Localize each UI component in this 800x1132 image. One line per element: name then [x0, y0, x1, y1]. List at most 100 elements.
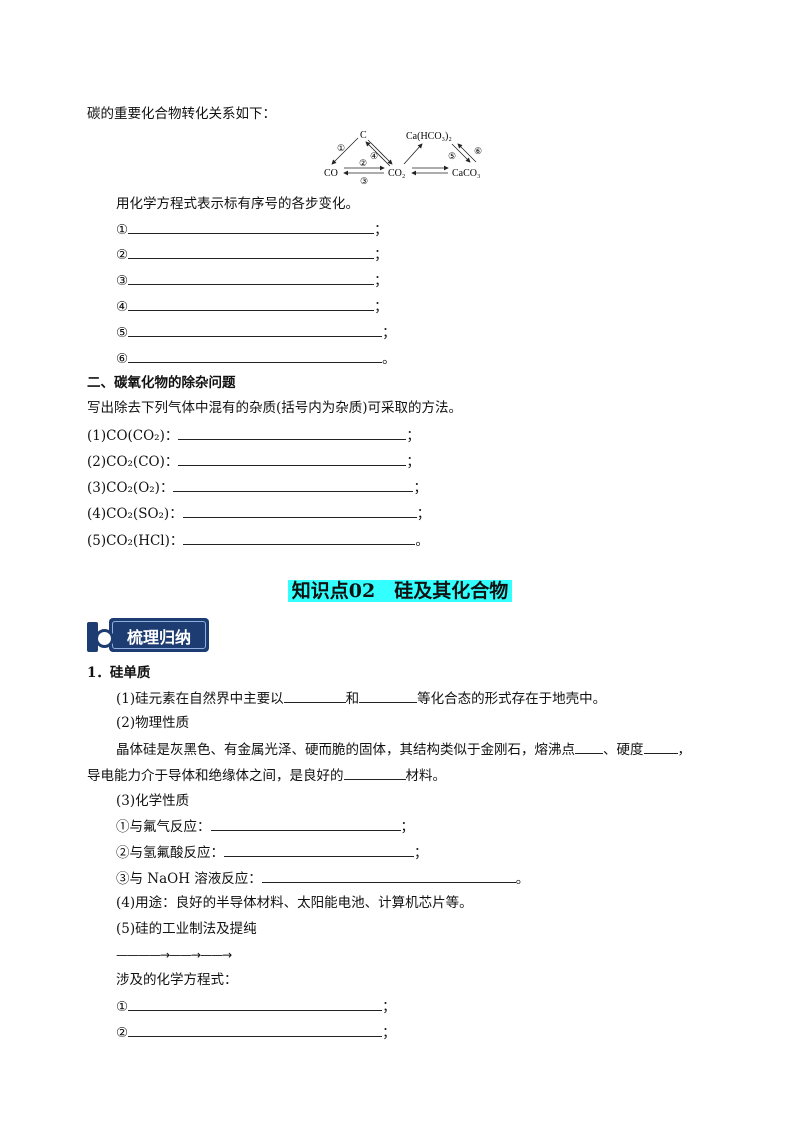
answer-blank[interactable] [643, 739, 678, 754]
arrow-co2-to-cahco3 [403, 143, 423, 165]
silicon-p8: 涉及的化学方程式： [116, 972, 238, 988]
answer-blank[interactable] [261, 868, 516, 883]
text: ③与 NaOH 溶液反应： [116, 871, 262, 887]
heading-highlight: 知识点02 硅及其化合物 [287, 580, 513, 602]
text: ； [400, 819, 415, 835]
carbon-item-5: ⑤； [116, 322, 396, 343]
answer-blank[interactable] [128, 996, 383, 1011]
text: (1)硅元素在自然界中主要以 [116, 691, 284, 707]
item-label: (2)CO₂(CO)： [87, 454, 179, 470]
silicon-r2: ②与氢氟酸反应： ； [116, 842, 428, 863]
answer-blank[interactable] [178, 451, 407, 466]
carbon-item-2: ②； [116, 244, 388, 265]
item-number: ② [116, 247, 129, 263]
text: 。 [515, 871, 530, 887]
answer-blank[interactable] [183, 530, 416, 545]
node-co2: CO₂ [388, 168, 405, 179]
answer-blank[interactable] [359, 688, 418, 703]
item-end: ； [374, 273, 388, 289]
text: 材料。 [405, 768, 447, 784]
knowledge-heading: 知识点02 硅及其化合物 [0, 577, 800, 605]
silicon-p5: (3)化学性质 [116, 793, 190, 809]
item-number: ③ [116, 273, 129, 289]
label-2: ② [359, 159, 367, 169]
carbon-conversion-diagram: C CO CO₂ Ca(HCO₃)₂ CaCO₃ ① ④ ② ③ ⑤ ⑥ [324, 130, 482, 186]
answer-blank[interactable] [343, 765, 406, 780]
carbon-item-3: ③； [116, 270, 388, 291]
silicon-p1: (1)硅元素在自然界中主要以 和 等化合态的形式存在于地壳中。 [116, 688, 606, 709]
text: ； [382, 1025, 396, 1041]
impurity-item-2: (2)CO₂(CO)： ； [87, 451, 420, 472]
label-5: ⑤ [448, 152, 456, 162]
item-label: (4)CO₂(SO₂)： [87, 506, 183, 522]
arrow-4b [365, 141, 391, 167]
label-1: ① [337, 144, 345, 154]
badge-box: 梳理归纳 [109, 618, 209, 652]
text: 、硬度 [603, 742, 644, 758]
item-end: ； [382, 325, 396, 341]
answer-blank[interactable] [210, 816, 401, 831]
section2-title: 二、碳氧化物的除杂问题 [87, 375, 236, 391]
answer-blank[interactable] [283, 688, 346, 703]
text: ①与氟气反应： [116, 819, 211, 835]
arrow-4a [367, 139, 393, 165]
node-cahco3: Ca(HCO₃)₂ [406, 131, 452, 142]
text: 导电能力介于导体和绝缘体之间，是良好的 [87, 768, 344, 784]
carbon-item-4: ④； [116, 296, 388, 317]
label-4: ④ [370, 152, 378, 162]
process-flow: ————→——→——→ [116, 948, 232, 962]
badge-label: 梳理归纳 [126, 628, 191, 647]
item-number: ④ [116, 299, 129, 315]
badge-bar [87, 622, 98, 652]
item-label: (3)CO₂(O₂)： [87, 480, 174, 496]
node-co: CO [324, 168, 338, 179]
text: ； [414, 845, 428, 861]
badge-ring-icon [95, 629, 114, 648]
item-end: ； [374, 247, 388, 263]
section2-prompt: 写出除去下列气体中混有的杂质(括号内为杂质)可采取的方法。 [87, 400, 463, 416]
item-end: 。 [415, 533, 429, 549]
silicon-eq1: ①； [116, 996, 396, 1017]
arrow-5 [457, 143, 477, 163]
item-number: ② [116, 1025, 129, 1041]
impurity-item-4: (4)CO₂(SO₂)： ； [87, 503, 430, 524]
item-end: ； [416, 506, 431, 522]
answer-blank[interactable] [128, 219, 375, 234]
silicon-p3: 晶体硅是灰黑色、有金属光泽、硬而脆的固体，其结构类似于金刚石，熔沸点 、硬度 ， [116, 739, 691, 760]
item-number: ⑥ [116, 351, 129, 367]
impurity-item-5: (5)CO₂(HCl)： 。 [87, 530, 429, 551]
carbon-item-6: ⑥。 [116, 348, 396, 369]
item-end: ； [406, 454, 420, 470]
answer-blank[interactable] [128, 322, 383, 337]
text: 晶体硅是灰黑色、有金属光泽、硬而脆的固体，其结构类似于金刚石，熔沸点 [116, 742, 575, 758]
answer-blank[interactable] [128, 244, 375, 259]
silicon-title: 1．硅单质 [87, 665, 151, 681]
silicon-p4: 导电能力介于导体和绝缘体之间，是良好的 材料。 [87, 765, 446, 786]
answer-blank[interactable] [182, 503, 417, 518]
silicon-r1: ①与氟气反应： ； [116, 816, 414, 837]
answer-blank[interactable] [128, 296, 375, 311]
text: ， [677, 742, 692, 758]
arrow-1 [331, 137, 359, 165]
item-label: (5)CO₂(HCl)： [87, 533, 184, 549]
text: 等化合态的形式存在于地壳中。 [417, 691, 607, 707]
carbon-item-1: ①； [116, 219, 388, 240]
answer-blank[interactable] [173, 477, 414, 492]
text: ； [382, 999, 396, 1015]
silicon-p6: (4)用途：良好的半导体材料、太阳能电池、计算机芯片等。 [116, 895, 473, 911]
answer-blank[interactable] [178, 425, 407, 440]
node-c: C [360, 130, 367, 141]
answer-blank[interactable] [575, 739, 603, 754]
item-number: ⑤ [116, 325, 129, 341]
text: 和 [345, 691, 360, 707]
silicon-p2: (2)物理性质 [116, 715, 190, 731]
text: ②与氢氟酸反应： [116, 845, 224, 861]
answer-blank[interactable] [128, 270, 375, 285]
intro-text: 碳的重要化合物转化关系如下： [87, 106, 276, 122]
answer-blank[interactable] [128, 1022, 383, 1037]
answer-blank[interactable] [128, 348, 383, 363]
answer-blank[interactable] [224, 842, 414, 857]
node-caco3: CaCO₃ [452, 168, 481, 179]
silicon-p7: (5)硅的工业制法及提纯 [116, 921, 257, 937]
impurity-item-3: (3)CO₂(O₂)：； [87, 477, 427, 498]
